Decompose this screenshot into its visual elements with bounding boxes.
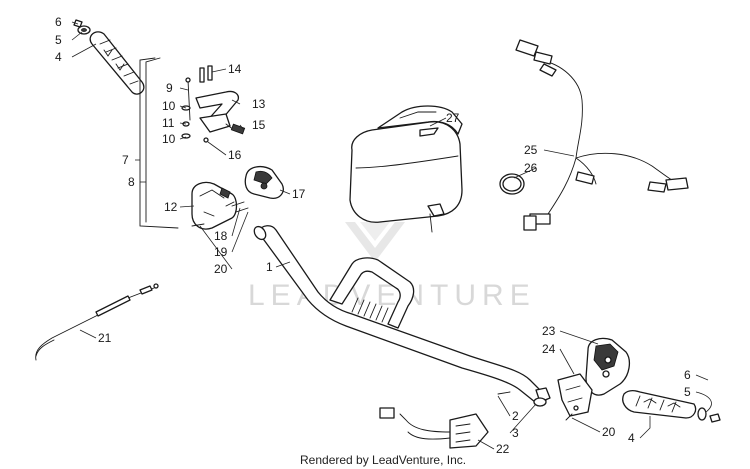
callout-4-left: 4 xyxy=(55,50,62,64)
callout-22: 22 xyxy=(496,442,510,456)
left-end-plug-part xyxy=(73,19,91,35)
cable-tie-part xyxy=(499,173,525,195)
bar-end-bushing-part xyxy=(497,387,551,407)
callout-2: 2 xyxy=(512,409,519,423)
right-grip-part xyxy=(622,390,697,419)
callout-12: 12 xyxy=(164,200,178,214)
callout-6-left: 6 xyxy=(55,15,62,29)
callout-1: 1 xyxy=(266,260,273,274)
throttle-assembly-bracket-lines xyxy=(139,57,179,229)
right-switch-housing-part xyxy=(585,337,631,396)
callout-23: 23 xyxy=(542,324,556,338)
handlebar-bag-part xyxy=(349,105,463,233)
left-grip-part xyxy=(89,31,145,95)
callout-3: 3 xyxy=(512,426,519,440)
callout-labels: 6 5 4 14 9 10 13 11 15 10 16 7 8 17 12 1… xyxy=(55,15,691,456)
callout-7: 7 xyxy=(122,153,129,167)
callout-24: 24 xyxy=(542,342,556,356)
callout-5-right: 5 xyxy=(684,385,691,399)
callout-14: 14 xyxy=(228,62,242,76)
callout-6-right: 6 xyxy=(684,368,691,382)
callout-10-upper: 10 xyxy=(162,99,176,113)
callout-8: 8 xyxy=(128,175,135,189)
callout-26: 26 xyxy=(524,161,538,175)
handlebar-part xyxy=(253,225,549,407)
callout-17: 17 xyxy=(292,187,306,201)
throttle-lever-part xyxy=(195,90,246,135)
switch-housing-part xyxy=(244,165,284,199)
callout-21: 21 xyxy=(98,331,112,345)
callout-9: 9 xyxy=(166,81,173,95)
callout-15: 15 xyxy=(252,118,266,132)
throttle-housing-part xyxy=(191,181,238,230)
callout-11: 11 xyxy=(162,116,175,130)
callout-5-left: 5 xyxy=(55,33,62,47)
callout-18: 18 xyxy=(214,229,228,243)
watermark: LEADVENTURE xyxy=(248,222,536,312)
callout-20-right: 20 xyxy=(602,425,616,439)
heated-grip-module-part xyxy=(379,407,489,449)
watermark-text: LEADVENTURE xyxy=(248,279,536,312)
callout-13: 13 xyxy=(252,97,266,111)
callout-4-right: 4 xyxy=(628,431,635,445)
wiring-harness-part xyxy=(515,39,689,231)
callout-27: 27 xyxy=(446,111,460,125)
render-credit: Rendered by LeadVenture, Inc. xyxy=(300,453,466,467)
leader-lines xyxy=(71,21,712,450)
callout-10-lower: 10 xyxy=(162,132,176,146)
callout-16: 16 xyxy=(228,148,242,162)
callout-20-left: 20 xyxy=(214,262,228,276)
throttle-pins-part xyxy=(185,65,213,121)
throttle-cable-part xyxy=(35,283,159,361)
callout-19: 19 xyxy=(214,245,228,259)
right-end-plug-part xyxy=(697,407,721,423)
housing-screws-part xyxy=(231,201,249,213)
watermark-logo-icon xyxy=(345,222,405,262)
callout-25: 25 xyxy=(524,143,538,157)
right-mount-bracket-part xyxy=(557,373,593,421)
